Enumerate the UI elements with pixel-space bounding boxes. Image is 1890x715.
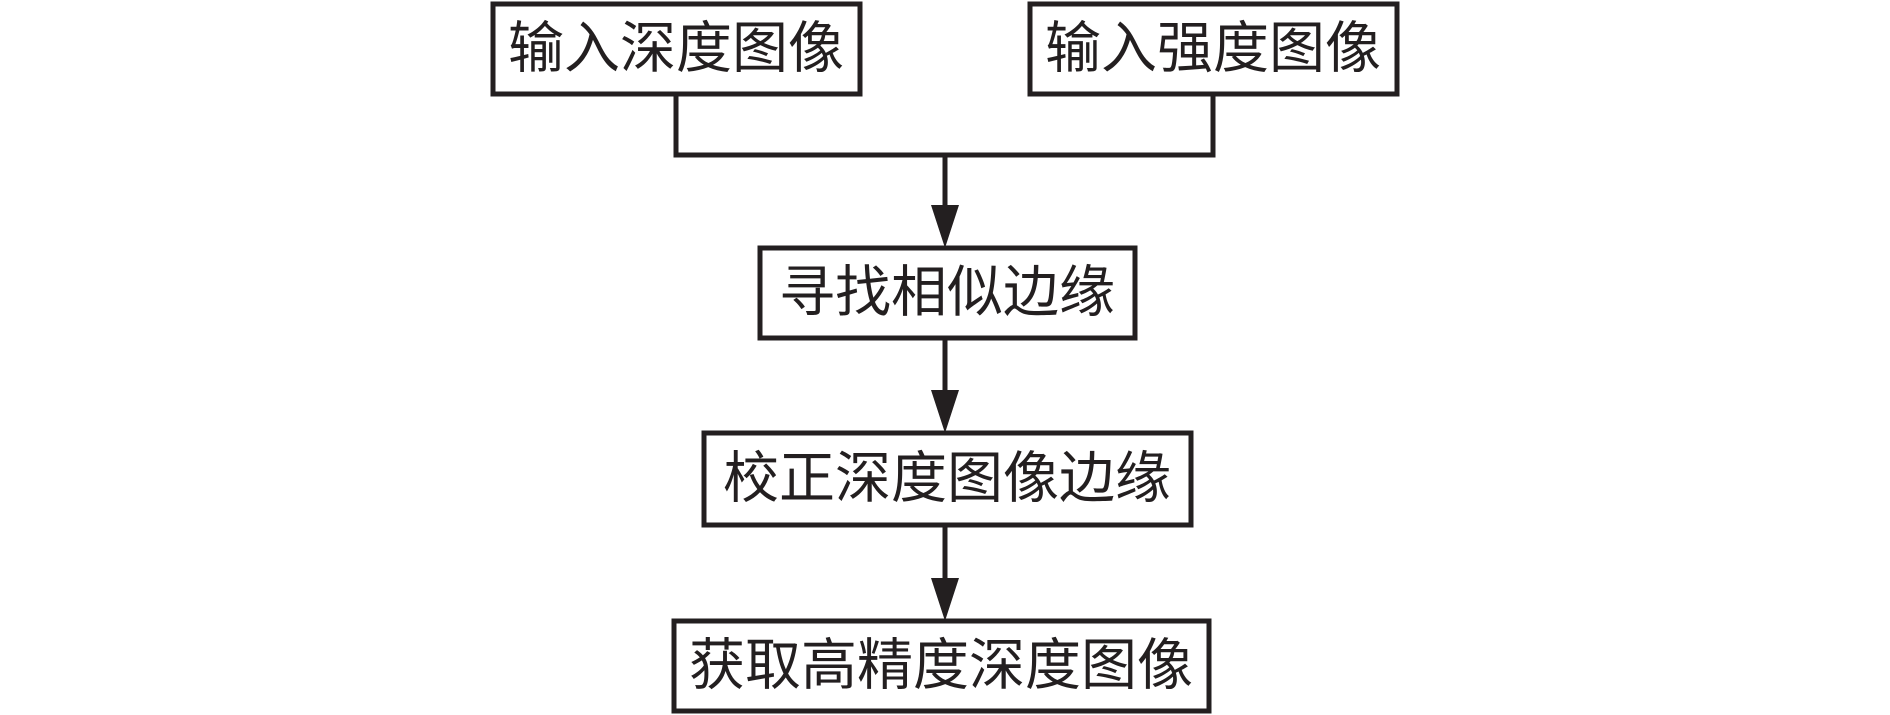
arrow-head-to-output [931,578,959,621]
node-find-similar-edges: 寻找相似边缘 [757,245,1138,341]
node-correct-depth-edges-label: 校正深度图像边缘 [723,447,1171,512]
node-input-intensity-image: 输入强度图像 [1027,1,1400,97]
node-correct-depth-edges: 校正深度图像边缘 [701,430,1194,528]
arrow-head-to-find-edges [931,205,959,248]
arrow-head-to-correct-edges [931,390,959,433]
merge-connector [673,91,1216,158]
node-high-precision-depth-output-box [671,618,1212,714]
node-input-intensity-image-label: 输入强度图像 [1045,17,1381,82]
node-input-depth-image-label: 输入深度图像 [508,17,844,82]
node-correct-depth-edges-box [701,430,1194,528]
node-high-precision-depth-output: 获取高精度深度图像 [671,618,1212,714]
node-input-depth-image: 输入深度图像 [490,1,863,97]
node-input-depth-image-box [490,1,863,97]
node-find-similar-edges-label: 寻找相似边缘 [779,261,1115,326]
node-high-precision-depth-output-label: 获取高精度深度图像 [689,634,1193,699]
